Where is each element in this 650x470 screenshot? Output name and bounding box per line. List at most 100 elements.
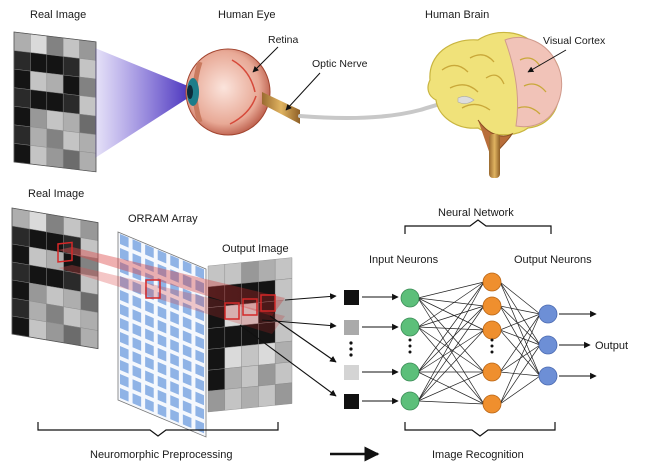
ellipsis-dot [408, 350, 412, 354]
orram-cell [170, 381, 179, 395]
orram-cell [120, 360, 129, 374]
connection-line [417, 371, 485, 405]
image-pixel [46, 54, 64, 76]
image-pixel [63, 306, 82, 328]
connection-line [499, 305, 541, 346]
orram-cell [195, 349, 204, 364]
orram-cell [145, 328, 154, 343]
optic-nerve-label: Optic Nerve [312, 58, 368, 70]
orram-cell [195, 335, 204, 350]
neural-network-brace [404, 219, 552, 234]
retina-pointer [252, 46, 279, 73]
orram-cell [132, 239, 142, 253]
output-arrows [559, 310, 597, 380]
image-pixel [46, 213, 64, 236]
image-pixel [63, 93, 80, 115]
image-pixel [30, 108, 47, 130]
pixel-square-lightgray [344, 365, 359, 380]
output-pixel [224, 324, 242, 348]
orram-cell [170, 409, 179, 423]
connection-line [417, 329, 485, 402]
orram-cell [170, 367, 179, 381]
pixel-square-black [344, 394, 359, 409]
output-pixel [241, 365, 259, 389]
image-pixel [11, 225, 30, 248]
output-neuron [538, 366, 558, 386]
output-neurons-label: Output Neurons [514, 254, 592, 266]
orram-cell [120, 234, 129, 248]
output-pixel [241, 385, 259, 409]
image-pixel [63, 149, 80, 171]
orram-cell [170, 311, 179, 325]
orram-cell [182, 400, 192, 414]
top-real-image-label: Real Image [30, 9, 86, 21]
orram-cell [195, 321, 204, 336]
image-pixel [29, 300, 47, 323]
ellipsis-vertical-icon [349, 341, 353, 357]
orram-cell [157, 333, 167, 348]
orram-cell [170, 325, 179, 339]
ellipsis-dot [408, 338, 412, 342]
orram-cell [132, 295, 142, 309]
image-pixel [46, 285, 64, 308]
image-pixel [46, 109, 64, 131]
image-pixel [79, 39, 97, 61]
ellipsis-dot [408, 344, 412, 348]
connection-line [499, 344, 541, 405]
orram-cell [157, 403, 167, 418]
image-pixel [29, 282, 47, 305]
optic-nerve-pointer [285, 72, 321, 111]
output-pixel [207, 389, 226, 413]
orram-cell [195, 377, 204, 392]
output-pixel [207, 326, 226, 350]
image-pixel [80, 219, 99, 241]
image-pixel [13, 124, 31, 146]
hidden-neuron [482, 272, 502, 292]
orram-cell [145, 314, 154, 329]
recognition-brace [404, 422, 556, 437]
output-neuron [538, 304, 558, 324]
image-pixel [29, 228, 47, 251]
red-projection-beam [57, 241, 285, 334]
orram-cell [132, 393, 142, 407]
orram-cell [157, 319, 167, 334]
orram-cell [120, 304, 129, 318]
orram-cell [145, 356, 154, 371]
image-pixel [11, 261, 30, 284]
image-pixel [29, 246, 47, 269]
connection-line [417, 371, 485, 402]
image-pixel [63, 130, 80, 152]
image-pixel [11, 315, 30, 338]
orram-cell [170, 255, 179, 269]
pixel-inputs [344, 290, 399, 409]
connection-line [417, 326, 485, 373]
output-pixel [207, 368, 226, 392]
orram-cell [145, 342, 154, 357]
light-beam [95, 48, 188, 158]
pixel-square-black [344, 290, 359, 305]
connection-line [499, 305, 541, 377]
image-pixel [29, 210, 47, 233]
connection-line [417, 297, 485, 373]
preprocessing-label: Neuromorphic Preprocessing [90, 449, 232, 461]
orram-cell [195, 391, 204, 406]
image-pixel [79, 132, 97, 154]
image-pixel [63, 111, 80, 133]
eye-icon [185, 48, 300, 136]
ellipsis-dot [490, 350, 494, 354]
orram-cell [195, 265, 204, 280]
image-pixel [13, 68, 31, 90]
orram-cell [195, 363, 204, 378]
orram-cell [182, 372, 192, 386]
orram-cell [145, 300, 154, 315]
orram-cell [145, 398, 154, 413]
image-pixel [79, 95, 97, 117]
brain-icon [427, 31, 563, 178]
orram-cell [182, 330, 192, 344]
image-pixel [79, 58, 97, 80]
output-pixel [241, 260, 259, 284]
orram-cell [157, 347, 167, 362]
brain-label: Human Brain [425, 9, 489, 21]
connection-line [499, 329, 541, 346]
